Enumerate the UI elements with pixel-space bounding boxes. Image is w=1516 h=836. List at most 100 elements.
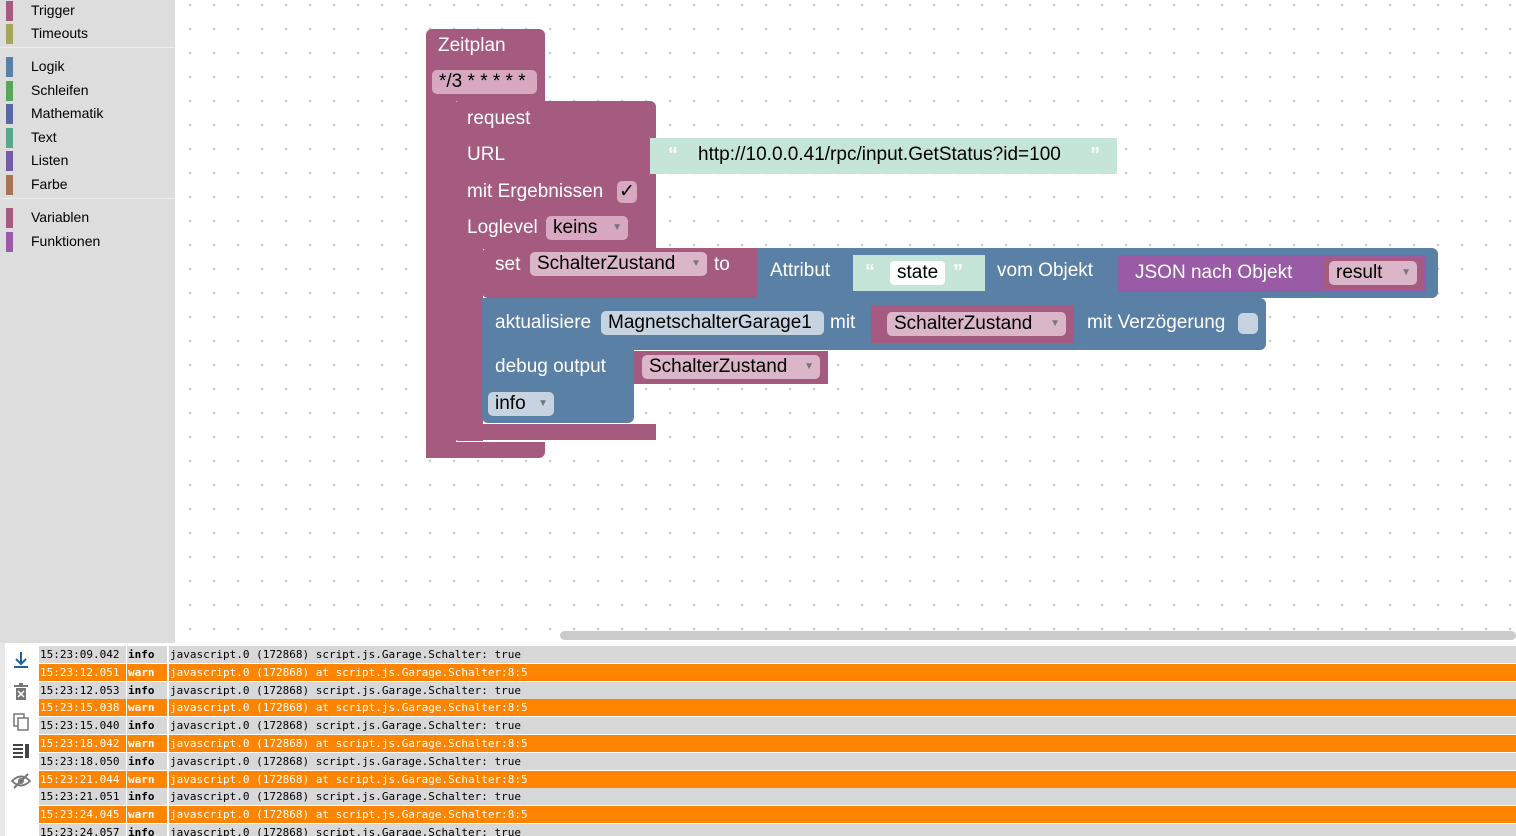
log-time: 15:23:15.040 xyxy=(39,717,126,735)
json-to-object-label: JSON nach Objekt xyxy=(1135,262,1293,283)
category-color-bar xyxy=(6,151,13,171)
to-label: to xyxy=(714,254,730,275)
set-variable-dropdown[interactable]: SchalterZustand ▼ xyxy=(530,252,707,276)
zeitplan-title: Zeitplan xyxy=(438,35,506,56)
loglevel-dropdown[interactable]: keins ▼ xyxy=(546,216,628,240)
toolbox-category-timeouts[interactable]: Timeouts xyxy=(6,24,166,44)
toolbox-category-variablen[interactable]: Variablen xyxy=(6,208,166,228)
url-text-input[interactable]: “ http://10.0.0.41/rpc/input.GetStatus?i… xyxy=(650,138,1117,174)
log-message: javascript.0 (172868) script.js.Garage.S… xyxy=(169,788,1516,806)
log-time: 15:23:18.042 xyxy=(39,734,126,752)
category-color-bar xyxy=(6,1,13,21)
toolbox-category-logik[interactable]: Logik xyxy=(6,57,166,77)
log-message: javascript.0 (172868) script.js.Garage.S… xyxy=(169,752,1516,770)
log-toolbar xyxy=(5,643,37,836)
log-message: javascript.0 (172868) script.js.Garage.S… xyxy=(169,646,1516,663)
zeitplan-block-foot[interactable] xyxy=(426,442,545,458)
attribute-text-input[interactable]: “ state ” xyxy=(853,255,985,291)
log-level: info xyxy=(127,681,167,699)
request-block-foot[interactable] xyxy=(453,424,656,440)
log-time: 15:23:15.038 xyxy=(39,699,126,717)
toolbox-category-farbe[interactable]: Farbe xyxy=(6,175,166,195)
toolbox-separator xyxy=(0,47,175,48)
update-object-value: MagnetschalterGarage1 xyxy=(608,312,812,333)
cron-field[interactable]: */3 * * * * * xyxy=(432,70,537,94)
workspace[interactable] xyxy=(175,0,1516,643)
set-variable-value: SchalterZustand xyxy=(537,253,676,274)
log-level: warn xyxy=(127,699,167,717)
wrap-lines-icon[interactable] xyxy=(11,743,31,765)
debug-level-dropdown[interactable]: info ▼ xyxy=(488,392,554,416)
open-quote-icon: “ xyxy=(865,261,875,283)
from-object-label: vom Objekt xyxy=(997,260,1094,281)
toolbox-category-schleifen[interactable]: Schleifen xyxy=(6,81,166,101)
update-object-field[interactable]: MagnetschalterGarage1 xyxy=(601,311,824,335)
debug-variable-value: SchalterZustand xyxy=(649,356,788,377)
url-value[interactable]: http://10.0.0.41/rpc/input.GetStatus?id=… xyxy=(698,144,1061,165)
toolbox-separator xyxy=(0,198,175,199)
update-value-dropdown[interactable]: SchalterZustand ▼ xyxy=(887,312,1066,336)
category-color-bar xyxy=(6,104,13,124)
result-variable-dropdown[interactable]: result ▼ xyxy=(1329,261,1417,285)
toolbox-category-text[interactable]: Text xyxy=(6,128,166,148)
delay-label: mit Verzögerung xyxy=(1087,312,1226,333)
log-level: info xyxy=(127,752,167,770)
toolbox-category-trigger[interactable]: Trigger xyxy=(6,1,166,21)
log-message: javascript.0 (172868) at script.js.Garag… xyxy=(169,770,1516,788)
log-message: javascript.0 (172868) script.js.Garage.S… xyxy=(169,681,1516,699)
request-block-body[interactable] xyxy=(453,101,483,441)
with-label: mit xyxy=(830,312,856,333)
check-icon: ✓ xyxy=(619,181,635,202)
log-time: 15:23:21.051 xyxy=(39,788,126,806)
loglevel-label: Loglevel xyxy=(467,217,538,238)
update-value-variable: SchalterZustand xyxy=(894,313,1033,334)
toolbox-category-funktionen[interactable]: Funktionen xyxy=(6,232,166,252)
log-time: 15:23:18.050 xyxy=(39,752,126,770)
attribute-value[interactable]: state xyxy=(890,261,946,285)
open-quote-icon: “ xyxy=(668,144,678,166)
category-color-bar xyxy=(6,232,13,252)
copy-icon[interactable] xyxy=(11,713,31,735)
chevron-down-icon: ▼ xyxy=(691,258,701,269)
category-color-bar xyxy=(6,81,13,101)
category-color-bar xyxy=(6,57,13,77)
log-level: warn xyxy=(127,663,167,681)
toolbox-category-listen[interactable]: Listen xyxy=(6,151,166,171)
log-level: info xyxy=(127,717,167,735)
log-message: javascript.0 (172868) at script.js.Garag… xyxy=(169,699,1516,717)
log-level: warn xyxy=(127,806,167,824)
zeitplan-block-body[interactable] xyxy=(426,58,456,458)
category-color-bar xyxy=(6,128,13,148)
log-time: 15:23:12.051 xyxy=(39,663,126,681)
close-quote-icon: ” xyxy=(1090,144,1100,166)
delay-checkbox[interactable] xyxy=(1238,313,1258,334)
zeitplan-block[interactable] xyxy=(426,29,545,61)
horizontal-scrollbar[interactable] xyxy=(560,631,1516,640)
scroll-down-icon[interactable] xyxy=(11,651,31,673)
category-label: Farbe xyxy=(31,176,68,192)
log-level: warn xyxy=(127,770,167,788)
close-quote-icon: ” xyxy=(953,261,963,283)
hide-icon[interactable] xyxy=(10,773,32,795)
result-checkbox[interactable]: ✓ xyxy=(617,181,637,203)
category-label: Variablen xyxy=(31,209,90,225)
clear-log-icon[interactable] xyxy=(11,683,31,705)
log-time: 15:23:09.042 xyxy=(39,646,126,663)
category-label: Schleifen xyxy=(31,82,89,98)
toolbox-category-mathematik[interactable]: Mathematik xyxy=(6,104,166,124)
chevron-down-icon: ▼ xyxy=(538,398,548,409)
category-label: Logik xyxy=(31,58,65,74)
log-time: 15:23:12.053 xyxy=(39,681,126,699)
debug-variable-dropdown[interactable]: SchalterZustand ▼ xyxy=(642,355,820,379)
